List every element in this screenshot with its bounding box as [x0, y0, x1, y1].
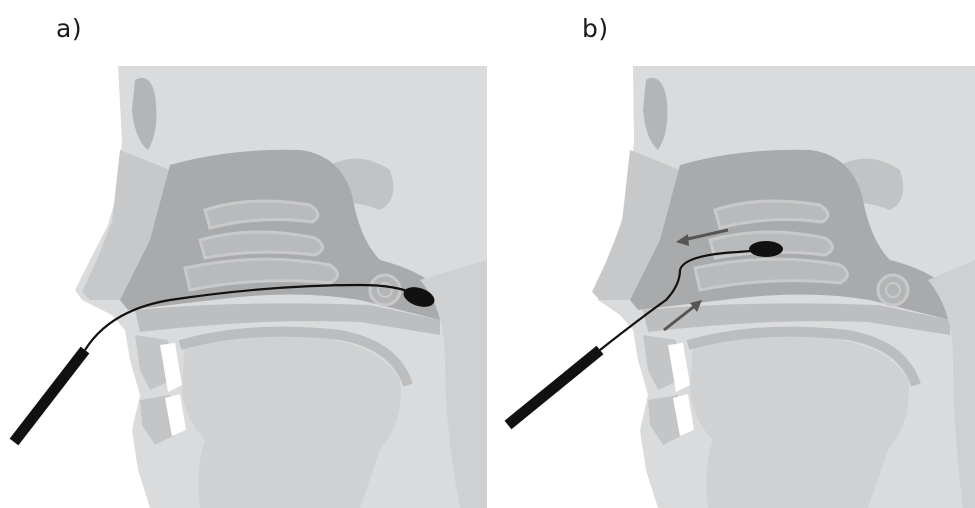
tubal-torus — [878, 275, 908, 305]
sagittal-head-diagram-a — [0, 0, 487, 508]
panel-b: b) — [488, 0, 975, 508]
panel-label-a: a) — [56, 14, 82, 43]
sagittal-head-diagram-b — [488, 0, 975, 508]
tubal-torus — [370, 275, 400, 305]
panel-label-b: b) — [582, 14, 609, 43]
sensor-tip-icon — [749, 241, 783, 257]
panel-a: a) — [0, 0, 487, 508]
tongue — [690, 335, 909, 508]
endoscope-probe-icon — [508, 350, 600, 425]
endoscope-probe-icon — [14, 350, 85, 442]
tongue — [182, 335, 401, 508]
